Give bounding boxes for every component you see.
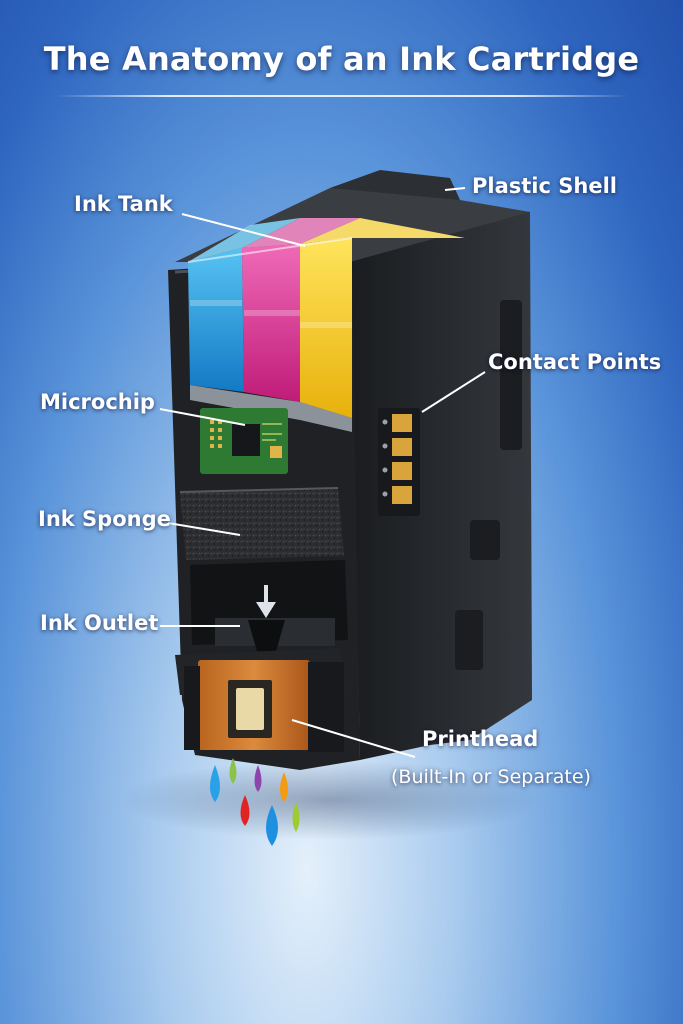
- ink-tank-cyan: [188, 248, 244, 392]
- label-printhead-note: (Built-In or Separate): [391, 766, 591, 788]
- label-ink-sponge: Ink Sponge: [38, 507, 171, 531]
- leader-printhead: [291, 719, 416, 758]
- label-ink-outlet: Ink Outlet: [40, 611, 159, 635]
- label-printhead: Printhead: [422, 727, 539, 751]
- ink-tank-magenta: [242, 244, 300, 402]
- label-ink-tank: Ink Tank: [74, 192, 173, 216]
- label-contact-points: Contact Points: [488, 350, 662, 374]
- contact-points: [378, 408, 420, 516]
- label-plastic-shell: Plastic Shell: [472, 174, 617, 198]
- page-title: The Anatomy of an Ink Cartridge: [43, 40, 640, 78]
- ink-drop-orange: [280, 772, 288, 802]
- microchip: [200, 408, 288, 474]
- shell-side: [350, 200, 532, 760]
- cartridge-shadow: [120, 760, 540, 840]
- leader-plastic-shell: [444, 187, 466, 191]
- ink-drop-lime: [292, 802, 300, 832]
- ink-outlet: [190, 560, 348, 655]
- shell-side-ridges: [455, 300, 522, 670]
- leader-ink-tank: [181, 213, 306, 247]
- ink-drop-cyan: [210, 765, 220, 802]
- ink-drop-blue: [266, 805, 278, 846]
- label-microchip: Microchip: [40, 390, 155, 414]
- ink-sponge: [180, 488, 344, 560]
- ink-tank-yellow: [300, 238, 352, 418]
- leader-microchip: [159, 408, 246, 426]
- printhead: [175, 648, 345, 752]
- leader-lines: [159, 187, 486, 758]
- ink-drop-purple: [254, 765, 262, 792]
- ink-tanks: [187, 218, 465, 432]
- ink-drop-red: [240, 795, 250, 826]
- title-divider: [55, 95, 628, 97]
- ink-drop-green: [229, 758, 237, 784]
- ink-drops: [210, 758, 300, 846]
- leader-contact-points: [421, 371, 486, 413]
- leader-ink-sponge: [167, 522, 241, 536]
